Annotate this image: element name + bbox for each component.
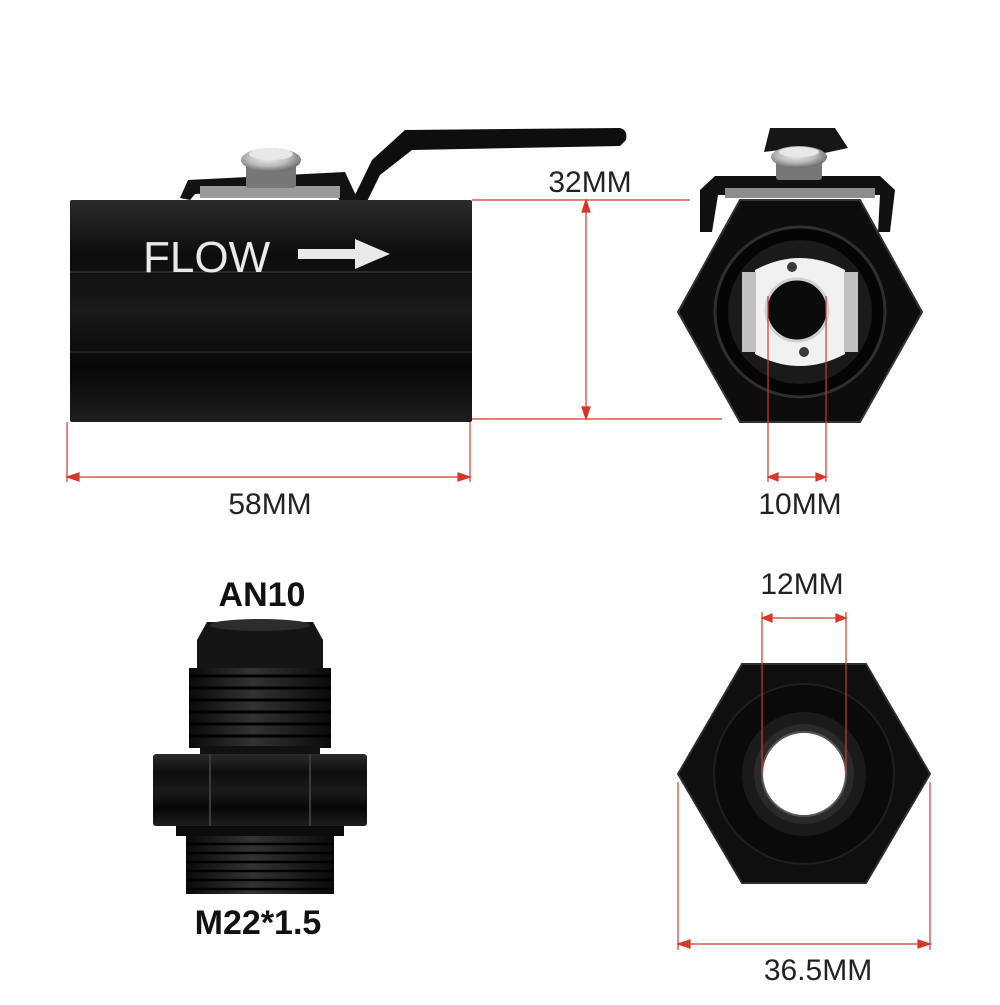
adapter-bore-dimension-label: 12MM — [760, 568, 844, 601]
m22-thread — [186, 836, 334, 894]
an10-thread — [189, 668, 331, 748]
ball-valve-end-view — [676, 128, 924, 423]
handle-screw-end — [771, 146, 827, 180]
an10-m22-adapter-fitting — [153, 619, 367, 894]
valve-handle — [338, 128, 627, 232]
flare-nose — [197, 622, 323, 670]
valve-bore-dimension-label: 10MM — [758, 488, 842, 521]
height-dimension-label: 32MM — [548, 166, 632, 199]
arrow-right-icon — [298, 239, 390, 269]
adapter-hex — [153, 754, 367, 826]
valve-bore — [766, 279, 828, 341]
length-dimension-label: 58MM — [228, 488, 312, 521]
handle-screw — [241, 148, 301, 188]
ball-valve-side-view: FLOW — [70, 128, 627, 422]
flow-marking: FLOW — [143, 233, 271, 282]
across-flats-dimension-label: 36.5MM — [763, 954, 873, 987]
adapter-bore — [762, 732, 846, 816]
valve-hex-body — [70, 200, 472, 422]
top-thread-label: AN10 — [218, 576, 306, 614]
bottom-thread-label: M22*1.5 — [194, 904, 322, 942]
adapter-end-view — [676, 663, 932, 884]
dimension-lines — [65, 198, 932, 950]
